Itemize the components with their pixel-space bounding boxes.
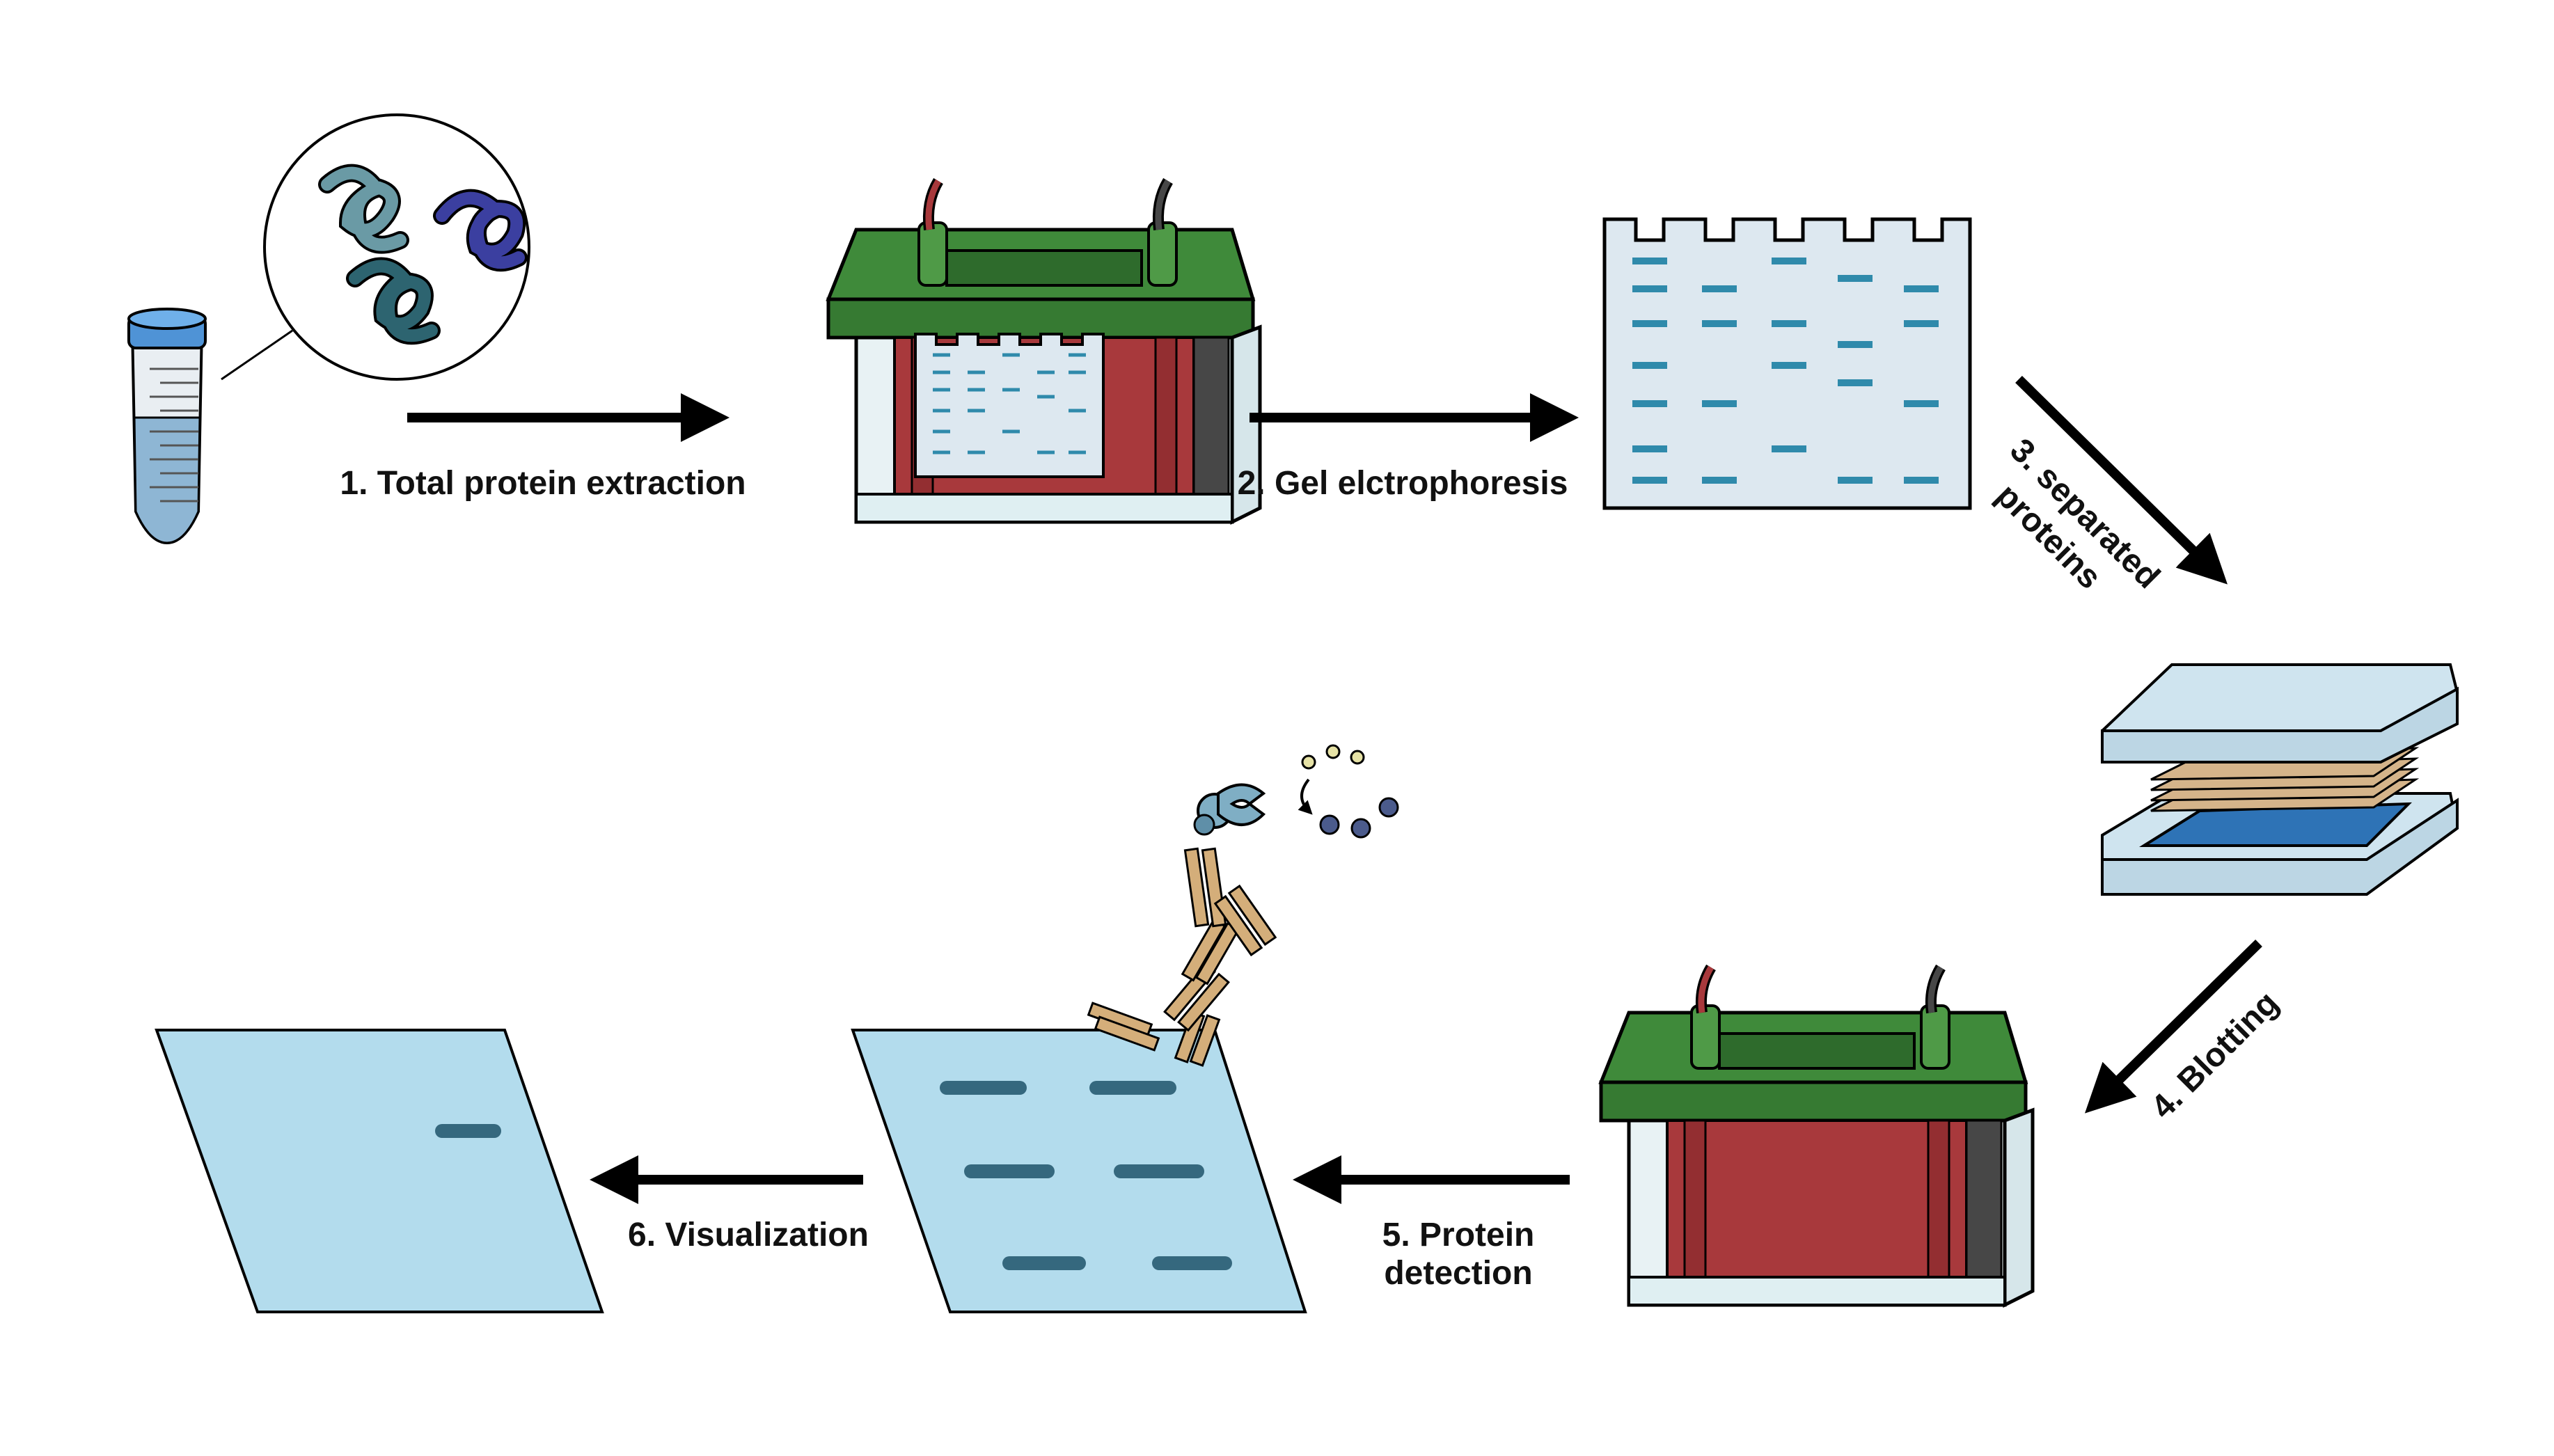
protein-zoom-circle — [263, 113, 530, 381]
step-5-label-line1: 5. Protein — [1382, 1217, 1535, 1253]
arrow-step-4 — [2084, 939, 2262, 1114]
zoom-leader-line — [221, 329, 293, 381]
detection-membrane — [851, 1029, 1307, 1313]
membrane-bands — [940, 1081, 1232, 1270]
result-membrane — [155, 1029, 604, 1313]
tank-gel — [914, 333, 1105, 478]
tank-wires — [922, 177, 1173, 230]
transfer-tank-wires — [1695, 964, 1946, 1014]
electrophoresis-tank — [828, 223, 1260, 522]
protein-2 — [433, 189, 528, 272]
enzyme-conjugate — [1193, 783, 1266, 836]
transfer-tank — [1601, 1006, 2033, 1305]
step-6-label: 6. Visualization — [628, 1217, 869, 1253]
arrow-step-3 — [2015, 376, 2228, 585]
step-4-label: 4. Blotting — [2144, 984, 2285, 1125]
reaction-arrow — [1298, 778, 1313, 815]
substrate-molecules — [1301, 744, 1399, 839]
step-5-label-line2: detection — [1384, 1255, 1532, 1292]
separated-gel — [1602, 217, 1972, 510]
protein-1 — [318, 164, 409, 254]
secondary-antibody — [1181, 847, 1277, 986]
gel-bands — [1632, 258, 1939, 484]
primary-antibody — [1087, 962, 1230, 1067]
step-2-label: 2. Gel elctrophoresis — [1238, 465, 1568, 502]
step-1-label: 1. Total protein extraction — [340, 465, 746, 502]
sample-tube — [127, 308, 207, 545]
protein-3 — [346, 257, 441, 345]
blotting-sandwich — [2101, 663, 2459, 896]
